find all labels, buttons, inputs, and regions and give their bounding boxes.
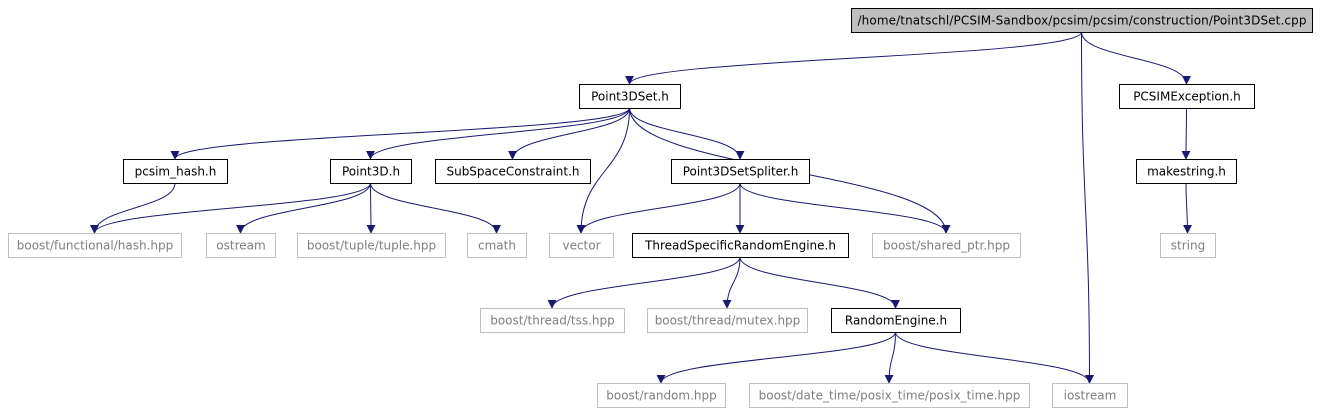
edge-point3d-h-to-cmath [370, 182, 501, 234]
edge-randomengine-h-to-boost-random [656, 331, 896, 384]
edge-point3dset-h-to-pcsim-hash-h [170, 107, 630, 160]
node-point3d-h[interactable]: Point3D.h [330, 159, 412, 184]
edge-root-to-pcsimexception-h [1081, 31, 1191, 85]
node-label: RandomEngine.h [845, 314, 947, 328]
edge-point3d-h-to-boost-tuple [366, 182, 376, 234]
node-box [123, 159, 228, 184]
node-label: cmath [478, 239, 516, 253]
node-ostream: ostream [206, 233, 276, 258]
node-box [467, 233, 527, 258]
node-box [480, 308, 625, 333]
node-box [330, 159, 412, 184]
edge-point3dset-h-to-point3d-h [366, 107, 630, 160]
node-subspaceconstraint-h[interactable]: SubSpaceConstraint.h [435, 159, 591, 184]
edge-threadspecific-h-to-boost-mutex [722, 256, 741, 309]
node-label: boost/tuple/tuple.hpp [307, 239, 436, 253]
node-label: /home/tnatschl/PCSIM-Sandbox/pcsim/pcsim… [858, 14, 1307, 28]
node-label: PCSIMException.h [1133, 90, 1241, 104]
edge-point3dset-h-to-vector [576, 107, 630, 234]
node-pcsimexception-h[interactable]: PCSIMException.h [1119, 84, 1255, 109]
node-iostream: iostream [1052, 383, 1128, 408]
node-box [1160, 233, 1216, 258]
node-box [1119, 84, 1255, 109]
node-label: boost/random.hpp [606, 389, 717, 403]
node-label: string [1171, 239, 1205, 253]
node-box [597, 383, 726, 408]
node-box [831, 308, 961, 333]
node-makestring-h[interactable]: makestring.h [1136, 159, 1237, 184]
node-label: pcsim_hash.h [135, 165, 217, 179]
node-label: boost/thread/tss.hpp [490, 314, 615, 328]
node-label: Point3DSet.h [591, 90, 669, 104]
node-boost-shared-ptr: boost/shared_ptr.hpp [872, 233, 1021, 258]
edge-makestring-h-to-string [1182, 182, 1192, 234]
node-box [872, 233, 1021, 258]
node-label: boost/functional/hash.hpp [17, 239, 174, 253]
node-box [435, 159, 591, 184]
node-label: SubSpaceConstraint.h [446, 165, 579, 179]
node-boost-hash: boost/functional/hash.hpp [8, 233, 182, 258]
node-label: makestring.h [1147, 165, 1226, 179]
edge-randomengine-h-to-iostream [895, 331, 1094, 384]
node-root[interactable]: /home/tnatschl/PCSIM-Sandbox/pcsim/pcsim… [851, 8, 1313, 33]
node-box [749, 383, 1030, 408]
edge-point3dset-h-to-point3dsetspliter-h [629, 107, 745, 160]
edge-pcsimexception-h-to-makestring-h [1181, 107, 1191, 160]
node-point3dsetspliter-h[interactable]: Point3DSetSpliter.h [671, 159, 810, 184]
edge-layer [90, 31, 1192, 384]
node-vector: vector [549, 233, 614, 258]
node-label: ThreadSpecificRandomEngine.h [644, 239, 836, 253]
edge-threadspecific-h-to-randomengine-h [739, 256, 900, 309]
node-box [1136, 159, 1237, 184]
node-box [1052, 383, 1128, 408]
node-box [851, 8, 1313, 33]
node-pcsim-hash-h[interactable]: pcsim_hash.h [123, 159, 228, 184]
node-label: Point3D.h [342, 165, 400, 179]
edge-randomengine-h-to-boost-posix [884, 331, 896, 384]
node-box [647, 308, 808, 333]
node-box [8, 233, 182, 258]
node-cmath: cmath [467, 233, 527, 258]
node-boost-posix: boost/date_time/posix_time/posix_time.hp… [749, 383, 1030, 408]
edge-root-to-point3dset-h [625, 31, 1082, 85]
edge-pcsim-hash-h-to-boost-hash [90, 182, 176, 234]
edge-point3d-h-to-ostream [236, 182, 371, 234]
node-box [671, 159, 810, 184]
node-layer: /home/tnatschl/PCSIM-Sandbox/pcsim/pcsim… [8, 8, 1313, 408]
node-randomengine-h[interactable]: RandomEngine.h [831, 308, 961, 333]
node-boost-mutex: boost/thread/mutex.hpp [647, 308, 808, 333]
edge-point3dset-h-to-subspaceconstraint-h [508, 107, 630, 160]
node-point3dset-h[interactable]: Point3DSet.h [579, 84, 681, 109]
edge-point3dsetspliter-h-to-vector [576, 182, 741, 234]
node-label: vector [562, 239, 600, 253]
node-box [579, 84, 681, 109]
node-label: boost/date_time/posix_time/posix_time.hp… [759, 389, 1021, 403]
node-box [632, 233, 849, 258]
node-boost-tuple: boost/tuple/tuple.hpp [297, 233, 446, 258]
node-string: string [1160, 233, 1216, 258]
node-boost-random: boost/random.hpp [597, 383, 726, 408]
node-label: boost/shared_ptr.hpp [883, 239, 1010, 253]
node-box [297, 233, 446, 258]
node-label: ostream [216, 239, 265, 253]
node-label: iostream [1064, 389, 1117, 403]
node-box [549, 233, 614, 258]
edge-root-to-iostream [1081, 31, 1094, 384]
node-label: boost/thread/mutex.hpp [655, 314, 801, 328]
node-boost-tss: boost/thread/tss.hpp [480, 308, 625, 333]
node-threadspecific-h[interactable]: ThreadSpecificRandomEngine.h [632, 233, 849, 258]
node-box [206, 233, 276, 258]
node-label: Point3DSetSpliter.h [683, 165, 799, 179]
edge-point3d-h-to-boost-hash [90, 182, 371, 234]
edge-point3dsetspliter-h-to-boost-shared-ptr [739, 182, 951, 234]
edge-threadspecific-h-to-boost-tss [547, 256, 741, 309]
